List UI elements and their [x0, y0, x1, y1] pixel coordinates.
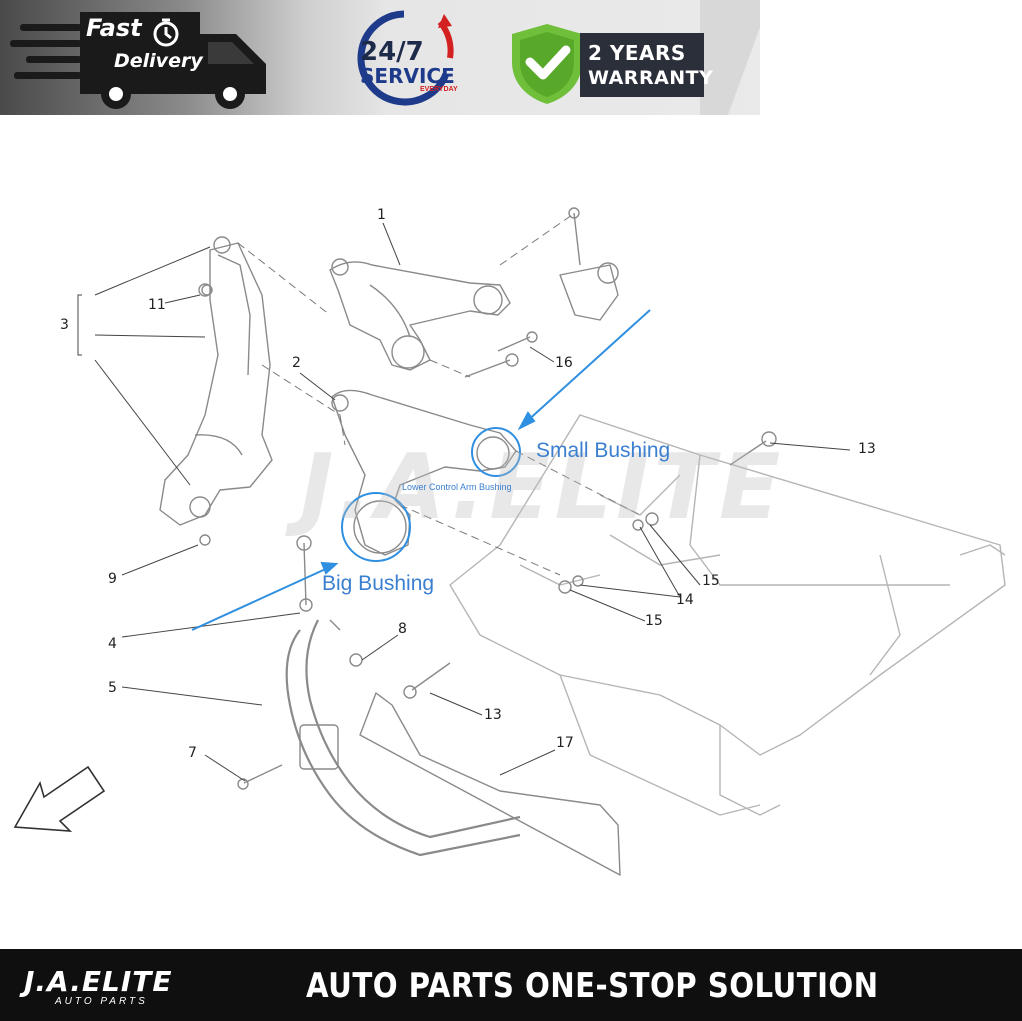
front-direction-arrow-icon [13, 765, 106, 832]
brand-logo: J.A.ELITE [24, 965, 173, 998]
skid-shield [359, 692, 621, 876]
bolts [199, 284, 777, 790]
bushing-highlights [341, 427, 521, 562]
top-banner: Fast Delivery 24/7 SERVICE EVERYDAY 2 YE… [0, 0, 1022, 115]
brand-logo-sub: AUTO PARTS [55, 996, 148, 1007]
service-24-7: 24/7 [360, 37, 424, 67]
banner-gray-edge [700, 0, 770, 115]
callout-5: 5 [108, 680, 117, 696]
callout-15-bottom: 15 [645, 613, 663, 629]
service-everyday: EVERYDAY [420, 86, 458, 93]
delivery-label: Delivery [114, 50, 203, 72]
service-badge-icon [357, 10, 454, 106]
banner-white-area [760, 0, 1022, 115]
callout-17: 17 [556, 735, 574, 751]
stabilizer-link [296, 535, 313, 612]
delivery-truck-icon [10, 12, 266, 109]
callout-9: 9 [108, 571, 117, 587]
fast-label: Fast [86, 14, 142, 42]
warranty-shield-icon [512, 24, 582, 104]
callout-13-bottom: 13 [484, 707, 502, 723]
callout-11: 11 [148, 297, 166, 313]
bottom-banner [0, 949, 1022, 1021]
stabilizer-bar [285, 619, 521, 857]
warranty-box: 2 YEARS WARRANTY [580, 33, 713, 97]
upper-control-arm [329, 258, 511, 371]
lower-arm-bushing-label: Lower Control Arm Bushing [402, 482, 512, 492]
suspension-diagram: J.A.ELITE 1 2 3 4 5 7 8 9 11 13 13 14 15… [0, 115, 1022, 949]
dashed-guides [237, 214, 641, 576]
callout-16: 16 [555, 355, 573, 371]
callout-2: 2 [292, 355, 301, 371]
warranty-word: WARRANTY [588, 67, 714, 89]
callout-3: 3 [60, 317, 69, 333]
big-bushing-label: Big Bushing [322, 572, 435, 595]
warranty-years: 2 YEARS [588, 41, 686, 65]
callout-14: 14 [676, 592, 694, 608]
steering-knuckle [159, 236, 273, 526]
service-word: SERVICE [360, 64, 455, 88]
height-sensor [559, 207, 619, 321]
leader-lines [77, 222, 851, 782]
small-bushing-ring [471, 427, 521, 477]
callout-15-right: 15 [702, 573, 720, 589]
callout-4: 4 [108, 636, 117, 652]
big-bushing-ring [341, 492, 411, 562]
footer-tagline: AUTO PARTS ONE-STOP SOLUTION [306, 966, 879, 1006]
diagram-line-art [13, 207, 1006, 876]
callout-13-top: 13 [858, 441, 876, 457]
callout-8: 8 [398, 621, 407, 637]
small-bushing-label: Small Bushing [536, 439, 671, 462]
bushing-arrows [191, 309, 651, 631]
watermark: J.A.ELITE [300, 435, 785, 540]
callout-7: 7 [188, 745, 197, 761]
callout-1: 1 [377, 207, 386, 223]
